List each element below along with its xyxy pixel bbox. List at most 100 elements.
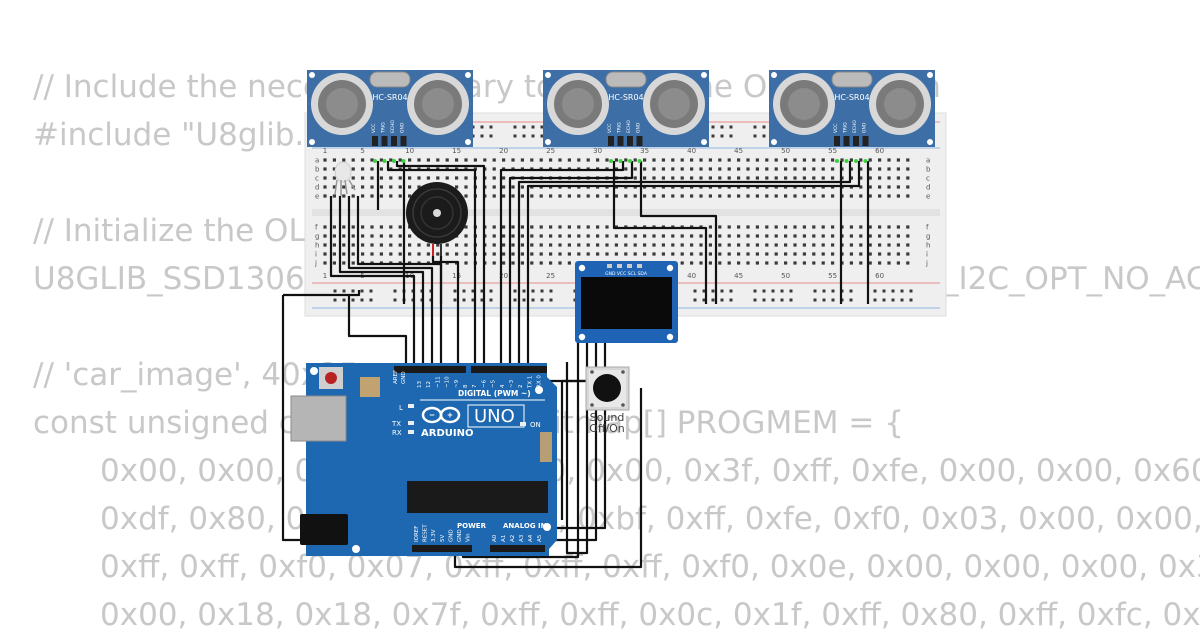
rail-hole: [753, 298, 757, 302]
logo-infinity-right: [439, 406, 461, 424]
breadboard-hole: [417, 252, 421, 256]
rail-hole: [489, 134, 493, 138]
sensor-pin: [372, 136, 378, 146]
rx-label: RX: [392, 429, 402, 437]
breadboard-hole: [765, 176, 769, 180]
breadboard-hole: [567, 225, 571, 229]
breadboard-hole: [708, 252, 712, 256]
breadboard-hole: [558, 243, 562, 247]
rail-hole: [522, 134, 526, 138]
breadboard-hole: [445, 252, 449, 256]
breadboard-hole: [586, 158, 590, 162]
row-letter: e: [315, 193, 319, 201]
breadboard-hole: [737, 167, 741, 171]
rail-hole: [780, 298, 784, 302]
breadboard-hole: [558, 158, 562, 162]
breadboard-hole: [370, 158, 374, 162]
breadboard-hole: [774, 234, 778, 238]
breadboard-hole: [445, 176, 449, 180]
row-letter: b: [926, 166, 931, 174]
breadboard-hole: [661, 176, 665, 180]
breadboard-hole: [849, 252, 853, 256]
row-letter: d: [315, 184, 319, 192]
breadboard-hole: [690, 261, 694, 265]
breadboard-hole: [332, 167, 336, 171]
mount-hole: [771, 72, 777, 78]
digital-label: DIGITAL (PWM ~): [458, 389, 531, 398]
breadboard-hole: [379, 176, 383, 180]
pin-connection: [392, 159, 396, 163]
breadboard-hole: [567, 261, 571, 265]
breadboard-hole: [661, 243, 665, 247]
column-number: 60: [875, 272, 884, 280]
wire: [556, 268, 607, 530]
oled-screen: [581, 277, 672, 329]
breadboard-hole: [727, 234, 731, 238]
sensor-pin-label: GND: [400, 122, 406, 133]
breadboard-hole: [370, 234, 374, 238]
digital-header-high: [394, 366, 466, 373]
breadboard-hole: [549, 158, 553, 162]
wire: [356, 196, 443, 368]
rail-hole: [729, 298, 733, 302]
rail-hole: [480, 134, 484, 138]
breadboard-hole: [746, 225, 750, 229]
breadboard-hole: [680, 194, 684, 198]
breadboard-hole: [896, 185, 900, 189]
breadboard-hole: [426, 243, 430, 247]
breadboard-hole: [793, 261, 797, 265]
row-letter: c: [926, 175, 930, 183]
breadboard-hole: [821, 261, 825, 265]
row-letter: j: [314, 260, 317, 268]
breadboard-hole: [868, 261, 872, 265]
mount-hole: [701, 72, 707, 78]
rail-hole: [480, 289, 484, 293]
breadboard-hole: [774, 261, 778, 265]
breadboard-hole: [464, 176, 468, 180]
breadboard-hole: [511, 243, 515, 247]
breadboard-hole: [379, 158, 383, 162]
breadboard-hole: [464, 261, 468, 265]
breadboard-hole: [727, 158, 731, 162]
breadboard-hole: [831, 176, 835, 180]
breadboard-hole: [765, 158, 769, 162]
buzzer-ring: [420, 196, 454, 230]
breadboard-hole: [821, 243, 825, 247]
breadboard-hole: [840, 158, 844, 162]
rail-hole: [900, 298, 904, 302]
breadboard-hole: [577, 243, 581, 247]
rail-hole: [753, 289, 757, 293]
breadboard-hole: [849, 234, 853, 238]
breadboard-hole: [906, 234, 910, 238]
breadboard-hole: [793, 194, 797, 198]
rail-hole: [522, 298, 526, 302]
breadboard-hole: [502, 225, 506, 229]
breadboard-hole: [332, 176, 336, 180]
breadboard-hole: [530, 194, 534, 198]
mount-hole: [465, 139, 471, 145]
breadboard-hole: [332, 185, 336, 189]
rail-hole: [831, 289, 835, 293]
breadboard-hole: [464, 252, 468, 256]
breadboard-hole: [511, 158, 515, 162]
breadboard-hole: [727, 167, 731, 171]
breadboard-hole: [878, 176, 882, 180]
breadboard-hole: [596, 194, 600, 198]
oled-pins: [607, 264, 642, 268]
breadboard-hole: [718, 261, 722, 265]
breadboard-hole: [812, 167, 816, 171]
breadboard-hole: [643, 176, 647, 180]
breadboard-hole: [812, 158, 816, 162]
rail-hole: [369, 289, 373, 293]
breadboard-hole: [389, 225, 393, 229]
breadboard-hole: [351, 234, 355, 238]
breadboard-hole: [680, 243, 684, 247]
breadboard-hole: [633, 167, 637, 171]
rx-led: [408, 430, 414, 434]
column-number: 5: [360, 147, 364, 155]
breadboard-hole: [887, 194, 891, 198]
breadboard-hole: [323, 194, 327, 198]
breadboard-hole: [370, 252, 374, 256]
